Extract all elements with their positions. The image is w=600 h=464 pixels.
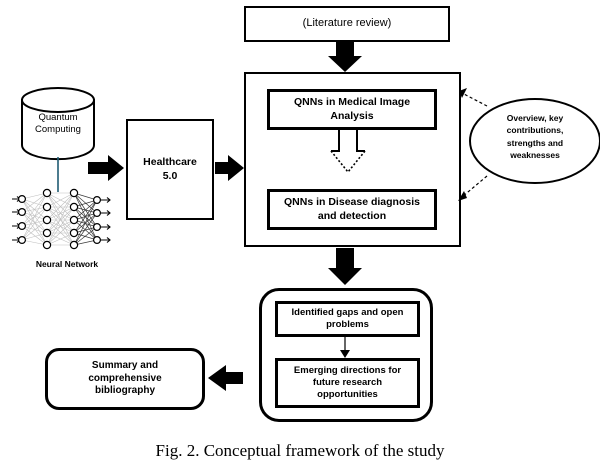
neural-network-caption: Neural Network	[12, 259, 122, 270]
neural-network-icon	[12, 188, 111, 250]
overview-ellipse-label: Overview, key contributions, strengths a…	[487, 112, 583, 161]
quantum-computing-line2: Computing	[35, 123, 81, 135]
quantum-computing-line1: Quantum	[38, 112, 78, 123]
identified-gaps-label: Identified gaps and open problems	[291, 307, 404, 330]
literature-review-box[interactable]: (Literature review)	[244, 6, 450, 42]
healthcare-label-line1: Healthcare	[143, 156, 197, 169]
qnn-medical-image-box[interactable]: QNNs in Medical Image Analysis	[267, 89, 437, 130]
summary-label: Summary and comprehensive bibliography	[88, 360, 162, 397]
figure-caption-text: Fig. 2. Conceptual framework of the stud…	[155, 441, 445, 460]
qnn-medical-image-label: QNNs in Medical Image Analysis	[293, 96, 411, 122]
healthcare-label-line2: 5.0	[162, 169, 178, 182]
arrow-right-icon	[215, 155, 244, 181]
qnn-disease-box[interactable]: QNNs in Disease diagnosis and detection	[267, 189, 437, 230]
emerging-directions-box[interactable]: Emerging directions for future research …	[275, 358, 420, 408]
healthcare-box[interactable]: Healthcare 5.0	[126, 119, 214, 220]
neural-network-caption-text: Neural Network	[35, 259, 99, 269]
arrow-down-icon	[328, 248, 362, 285]
dashed-arrow-icon	[458, 88, 488, 201]
emerging-directions-label: Emerging directions for future research …	[293, 365, 402, 400]
bottom-container-box	[259, 288, 433, 422]
literature-review-label: (Literature review)	[302, 17, 392, 30]
summary-box[interactable]: Summary and comprehensive bibliography	[45, 348, 205, 410]
arrow-left-icon	[208, 365, 243, 391]
quantum-computing-label: Quantum Computing	[18, 112, 98, 136]
main-container-box	[244, 72, 461, 247]
qnn-disease-label: QNNs in Disease diagnosis and detection	[284, 196, 420, 222]
arrow-right-icon	[88, 155, 124, 181]
identified-gaps-box[interactable]: Identified gaps and open problems	[275, 301, 420, 337]
figure-caption: Fig. 2. Conceptual framework of the stud…	[0, 440, 600, 461]
overview-ellipse-text: Overview, key contributions, strengths a…	[506, 113, 564, 160]
arrow-down-icon	[328, 40, 362, 72]
